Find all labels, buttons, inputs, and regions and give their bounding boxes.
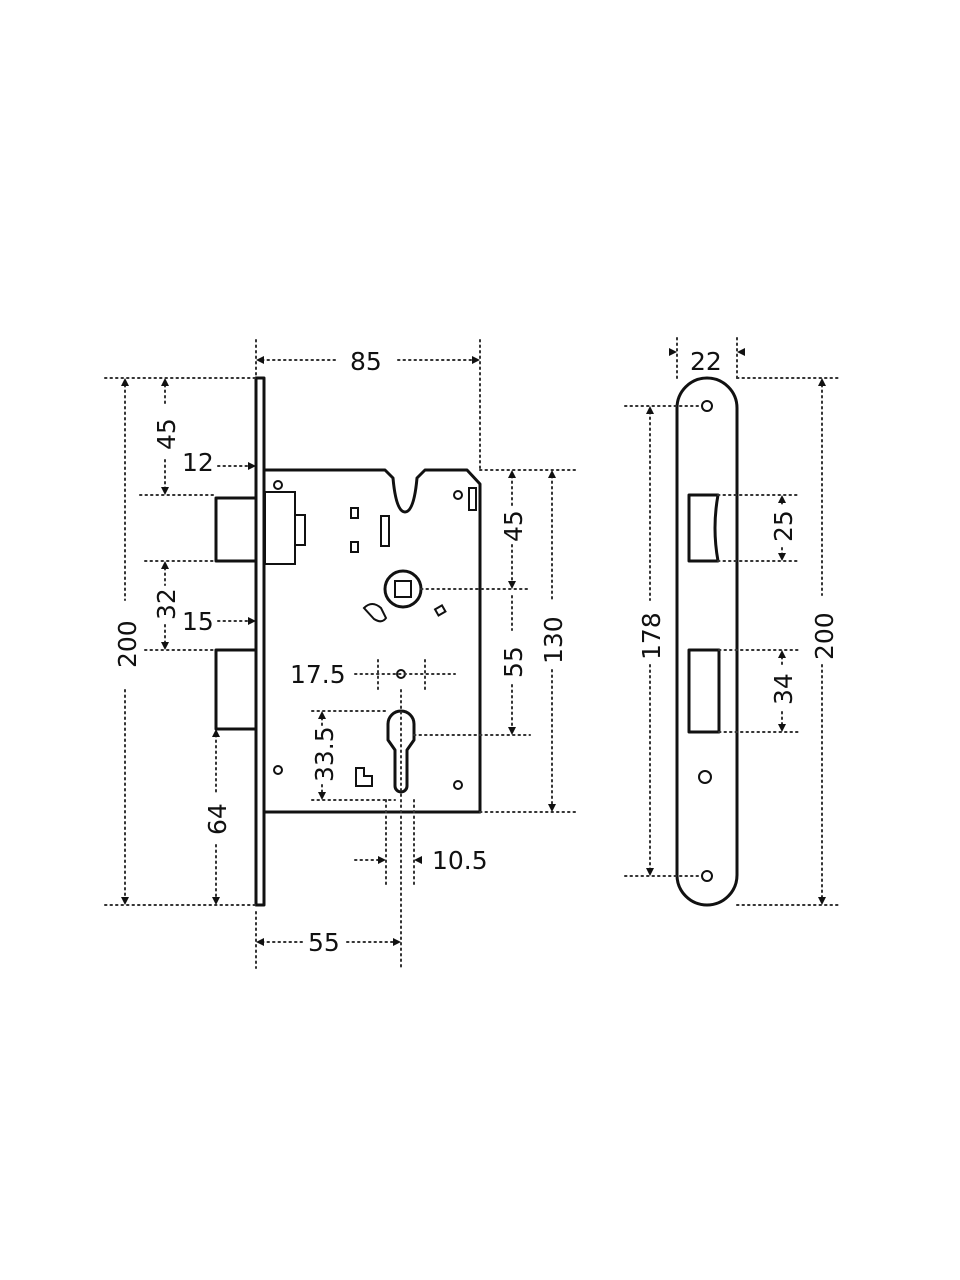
dim-screws-178: 178 [637, 612, 666, 660]
dim-backset-55: 55 [308, 928, 340, 957]
dim-bolts-32: 32 [152, 588, 181, 620]
lock-body-view [214, 376, 482, 907]
dim-deadbolt-15: 15 [182, 607, 214, 636]
dim-plate-22: 22 [690, 347, 722, 376]
faceplate-screw-hole [701, 870, 713, 882]
slot-detail [433, 604, 447, 617]
latch-spring-block [294, 514, 306, 546]
dim-body-130: 130 [539, 616, 568, 664]
dim-cyl-17-5: 17.5 [290, 660, 346, 689]
dim-width-85: 85 [350, 347, 382, 376]
slot-detail [350, 507, 359, 519]
deadbolt [214, 648, 258, 731]
corner-pin [468, 487, 477, 511]
dim-center-55: 55 [499, 646, 528, 678]
lock-case [264, 468, 482, 814]
hook-detail [355, 767, 373, 787]
dim-cyl-33-5: 33.5 [310, 726, 339, 782]
screw-hole [273, 480, 283, 490]
dim-bottom-64: 64 [203, 803, 232, 835]
screw-hole [273, 765, 283, 775]
screw-hole [453, 490, 463, 500]
faceplate-screw-hole [698, 770, 712, 784]
forend-plate [254, 376, 266, 907]
dim-latch-12: 12 [182, 448, 214, 477]
dim-height-200: 200 [113, 620, 142, 668]
faceplate-screw-hole [701, 400, 713, 412]
faceplate-dimensions [624, 337, 841, 906]
dim-top-45: 45 [152, 418, 181, 450]
faceplate-view [675, 376, 739, 907]
latch-opening [687, 493, 720, 563]
faceplate-outline [675, 376, 739, 907]
spindle-hub [383, 569, 423, 609]
dim-plate-200: 200 [810, 612, 839, 660]
slot-detail [380, 515, 390, 547]
latch-bolt [214, 496, 258, 563]
screw-hole [453, 780, 463, 790]
dim-latch-25: 25 [769, 510, 798, 542]
dim-cyl-10-5: 10.5 [432, 846, 488, 875]
dim-bolt-34: 34 [769, 673, 798, 705]
spindle-square-icon [394, 580, 412, 598]
dimension-arrows [121, 348, 826, 946]
lock-body-dimensions [104, 339, 576, 969]
latch-mechanism [264, 491, 296, 565]
dim-spindle-45: 45 [499, 510, 528, 542]
deadbolt-opening [687, 648, 721, 734]
cylinder-cutout [386, 709, 416, 794]
lever-cam [362, 603, 388, 623]
slot-detail [350, 541, 359, 553]
